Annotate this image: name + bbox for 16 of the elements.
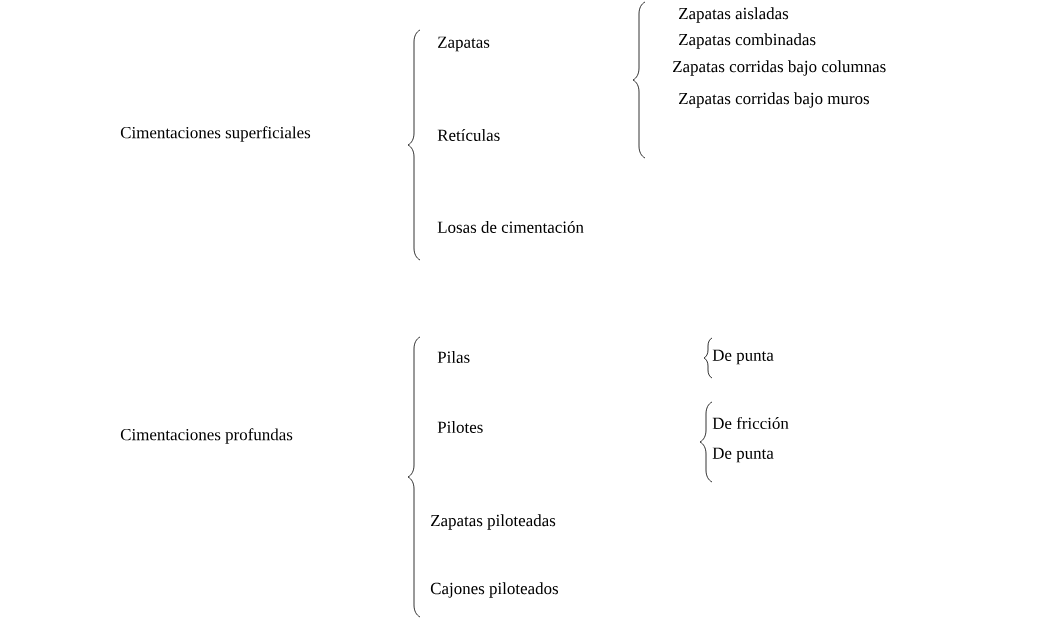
category-label: Losas de cimentación [437,221,584,233]
category-label: Zapatas corridas bajo columnas [673,60,886,76]
category-label: Zapatas piloteadas [431,514,556,530]
category-label: Cimentaciones superficiales [120,126,311,142]
category-label: Zapatas aisladas [679,7,789,23]
category-label: De punta [712,447,774,463]
category-label: Pilas [437,351,470,363]
category-label: Retículas [437,129,500,141]
category-label: Cajones piloteados [430,582,559,598]
category-label: Zapatas [438,36,490,52]
category-label: Zapatas corridas bajo muros [679,92,870,108]
category-label: De punta [712,349,774,365]
category-label: De fricción [712,416,789,430]
category-label: Cimentaciones profundas [120,428,293,444]
category-label: Zapatas combinadas [679,33,816,49]
category-label: Pilotes [437,421,483,433]
